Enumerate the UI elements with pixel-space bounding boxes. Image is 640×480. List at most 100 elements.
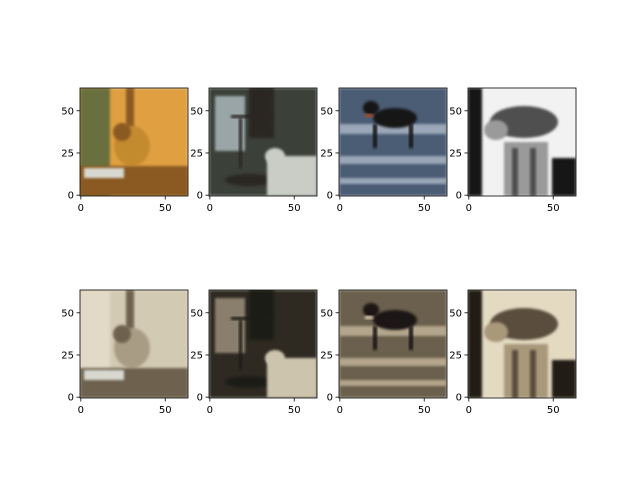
x-tick-label: 50 (159, 203, 172, 214)
chair-slat-2 (530, 148, 536, 196)
chair-rail (84, 168, 124, 178)
y-tick-label: 50 (449, 308, 462, 319)
dog-body (373, 310, 417, 330)
bg-left-dark (468, 290, 482, 398)
y-tick-label: 25 (190, 350, 203, 361)
chair-rail (84, 370, 124, 380)
chair-slat-1 (512, 148, 518, 196)
dog-leg-front (373, 326, 377, 350)
y-tick-label: 25 (449, 350, 462, 361)
y-tick-label: 50 (190, 308, 203, 319)
wave-band-1 (339, 124, 447, 134)
panel-image (80, 290, 188, 398)
panel-image (468, 290, 576, 398)
lamp-arm (231, 317, 271, 320)
chair-back (504, 344, 548, 398)
axes-frame (208, 87, 318, 197)
panel-image (339, 88, 447, 196)
y-tick-label: 25 (61, 148, 74, 159)
wave-band-1 (339, 326, 447, 336)
y-tick-label: 25 (190, 148, 203, 159)
axes-frame (208, 289, 318, 399)
panel-image (468, 88, 576, 196)
axes-frame (338, 289, 448, 399)
y-tick-label: 50 (190, 106, 203, 117)
lamp-arm (231, 115, 271, 118)
image-panels: 0 50 0 25 50 0 50 0 25 50 0 50 0 25 50 0 50 0 25 50 0 50 0 25 50… (61, 87, 577, 416)
panel-image (339, 290, 447, 398)
y-tick-label: 0 (456, 393, 462, 404)
chair-back (504, 142, 548, 196)
x-tick-label: 0 (78, 405, 84, 416)
raccoon-face (484, 120, 508, 140)
wave-band-2 (339, 156, 447, 164)
y-tick-label: 25 (449, 148, 462, 159)
shadow-corner (552, 158, 576, 196)
shadow-corner (552, 360, 576, 398)
panel-image (80, 88, 188, 196)
axes-frame (79, 87, 189, 197)
y-tick-label: 0 (197, 191, 203, 202)
chair-slat-2 (530, 350, 536, 398)
cup (265, 148, 285, 164)
bg-shadow (249, 290, 274, 340)
wave-band-2 (339, 358, 447, 366)
x-tick-label: 50 (418, 405, 431, 416)
dog-leg-back (409, 326, 413, 350)
x-tick-label: 50 (418, 203, 431, 214)
y-tick-label: 25 (61, 350, 74, 361)
y-tick-label: 0 (68, 191, 74, 202)
y-tick-label: 50 (320, 106, 333, 117)
lamp-base (225, 174, 273, 186)
image-panel-r1-c2: 0 50 0 25 50 (190, 87, 318, 214)
y-tick-label: 0 (68, 393, 74, 404)
x-tick-label: 0 (337, 203, 343, 214)
x-tick-label: 50 (288, 203, 301, 214)
dog-head (363, 303, 379, 317)
y-tick-label: 0 (327, 393, 333, 404)
bg-left-dark (468, 88, 482, 196)
panel-image (209, 88, 317, 196)
y-tick-label: 0 (197, 393, 203, 404)
x-tick-label: 0 (78, 203, 84, 214)
tree-trunk (126, 88, 134, 158)
x-tick-label: 0 (466, 405, 472, 416)
lamp-base (225, 376, 273, 388)
x-tick-label: 0 (466, 203, 472, 214)
lamp-stem (239, 118, 242, 168)
monkey-head (113, 325, 131, 343)
image-panel-r2-c4: 0 50 0 25 50 (449, 289, 577, 416)
x-tick-label: 50 (288, 405, 301, 416)
y-tick-label: 25 (320, 148, 333, 159)
chair-slat-1 (512, 350, 518, 398)
bg-shadow (249, 88, 274, 138)
image-panel-r1-c4: 0 50 0 25 50 (449, 87, 577, 214)
wave-band-3 (339, 178, 447, 184)
dog-collar (365, 114, 373, 117)
y-tick-label: 25 (320, 350, 333, 361)
dog-body (373, 108, 417, 128)
image-panel-r2-c2: 0 50 0 25 50 (190, 289, 318, 416)
axes-frame (467, 289, 577, 399)
monkey-head (113, 123, 131, 141)
tree-trunk (126, 290, 134, 360)
y-tick-label: 0 (456, 191, 462, 202)
axes-frame (338, 87, 448, 197)
x-tick-label: 0 (207, 203, 213, 214)
axes-frame (79, 289, 189, 399)
y-tick-label: 50 (320, 308, 333, 319)
wave-band-3 (339, 380, 447, 386)
lamp-stem (239, 320, 242, 370)
axes-frame (467, 87, 577, 197)
x-tick-label: 0 (207, 405, 213, 416)
x-tick-label: 50 (547, 203, 560, 214)
x-tick-label: 50 (159, 405, 172, 416)
x-tick-label: 50 (547, 405, 560, 416)
y-tick-label: 50 (449, 106, 462, 117)
dog-head (363, 101, 379, 115)
